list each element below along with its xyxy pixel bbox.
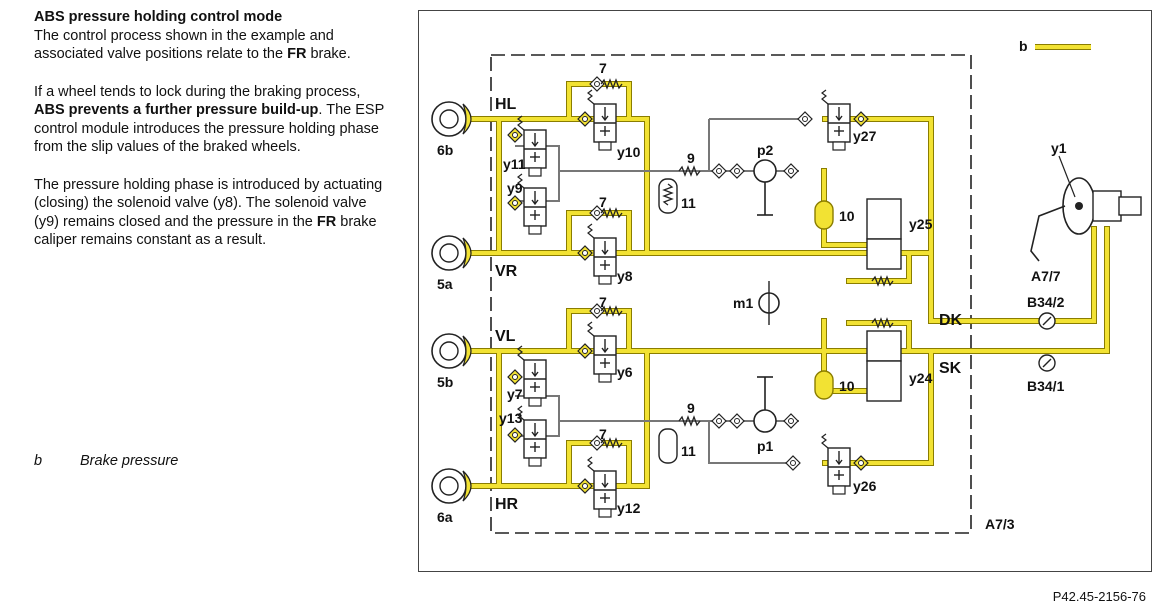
intro-paragraph: The control process shown in the example… (34, 27, 351, 63)
circuit-hl-label: HL (495, 96, 517, 113)
wheel-6b-label: 6b (437, 142, 453, 158)
valve-y6-label: y6 (617, 364, 633, 380)
sensor-b34-1-label: B34/1 (1027, 378, 1065, 394)
valve-y1-label: y1 (1051, 140, 1067, 156)
wheel-5b-label: 5b (437, 374, 453, 390)
control-unit-a7-3-label: A7/3 (985, 516, 1015, 532)
svg-text:11: 11 (681, 443, 696, 459)
brake-booster-a7-7 (1030, 155, 1142, 262)
damper-10-lower (814, 370, 834, 400)
damper-10-label: 10 (839, 208, 855, 224)
svg-text:7: 7 (599, 194, 607, 210)
damper-10-upper (814, 200, 834, 230)
valve-y12-label: y12 (617, 500, 641, 516)
valve-y26-label: y26 (853, 478, 877, 494)
valve-y24 (866, 330, 902, 362)
svg-text:9: 9 (687, 400, 695, 416)
hydraulic-diagram: b (418, 10, 1152, 572)
hydraulic-schematic: b (431, 38, 1142, 534)
accumulator-11-lower (658, 428, 678, 464)
check-valve-7-hl (589, 76, 605, 92)
legend-key: b (34, 453, 43, 469)
valve-y8-label: y8 (617, 268, 633, 284)
wheel-6a (431, 468, 472, 504)
description-panel: ABS pressure holding control mode The co… (34, 8, 384, 250)
valve-y10-label: y10 (617, 144, 641, 160)
sensor-b34-2-label: B34/2 (1027, 294, 1065, 310)
wheel-6a-label: 6a (437, 509, 453, 525)
check-7-label: 7 (599, 60, 607, 76)
circuit-vl-label: VL (495, 328, 516, 345)
valve-y24-label: y24 (909, 370, 933, 386)
svg-text:7: 7 (599, 294, 607, 310)
pump-p1 (753, 409, 777, 433)
valve-y11-label: y11 (503, 156, 526, 172)
wheel-6b (431, 101, 472, 137)
accumulator-11-label: 11 (681, 195, 696, 211)
page-title: ABS pressure holding control mode (34, 9, 283, 25)
control-unit-border (490, 54, 972, 534)
valve-y13-label: y13 (499, 410, 523, 426)
circuit-hr-label: HR (495, 496, 519, 513)
legend-text: Brake pressure (80, 453, 179, 469)
circuit-vr-label: VR (495, 263, 518, 280)
valve-y25 (866, 198, 902, 240)
legend-b-label: b (1019, 38, 1028, 54)
svg-text:10: 10 (839, 378, 855, 394)
motor-m1-label: m1 (733, 295, 753, 311)
pump-p2 (753, 159, 777, 183)
booster-a7-7-label: A7/7 (1031, 268, 1061, 284)
port-sk-label: SK (939, 360, 962, 377)
port-dk-label: DK (939, 312, 963, 329)
restrictor-9-label: 9 (687, 150, 695, 166)
svg-text:7: 7 (599, 426, 607, 442)
legend-note: b Brake pressure (34, 453, 178, 469)
wheel-5b (431, 333, 472, 369)
pump-p1-label: p1 (757, 438, 774, 454)
wheel-5a (431, 235, 472, 271)
valve-y9-label: y9 (507, 180, 523, 196)
lock-paragraph: If a wheel tends to lock during the brak… (34, 83, 384, 156)
pump-p2-label: p2 (757, 142, 774, 158)
holding-paragraph: The pressure holding phase is introduced… (34, 176, 383, 249)
valve-y7-label: y7 (507, 386, 523, 402)
pressure-lines (466, 81, 1110, 489)
wheel-5a-label: 5a (437, 276, 453, 292)
figure-reference: P42.45-2156-76 (1052, 589, 1146, 604)
valve-y25-label: y25 (909, 216, 933, 232)
valve-y27-label: y27 (853, 128, 877, 144)
